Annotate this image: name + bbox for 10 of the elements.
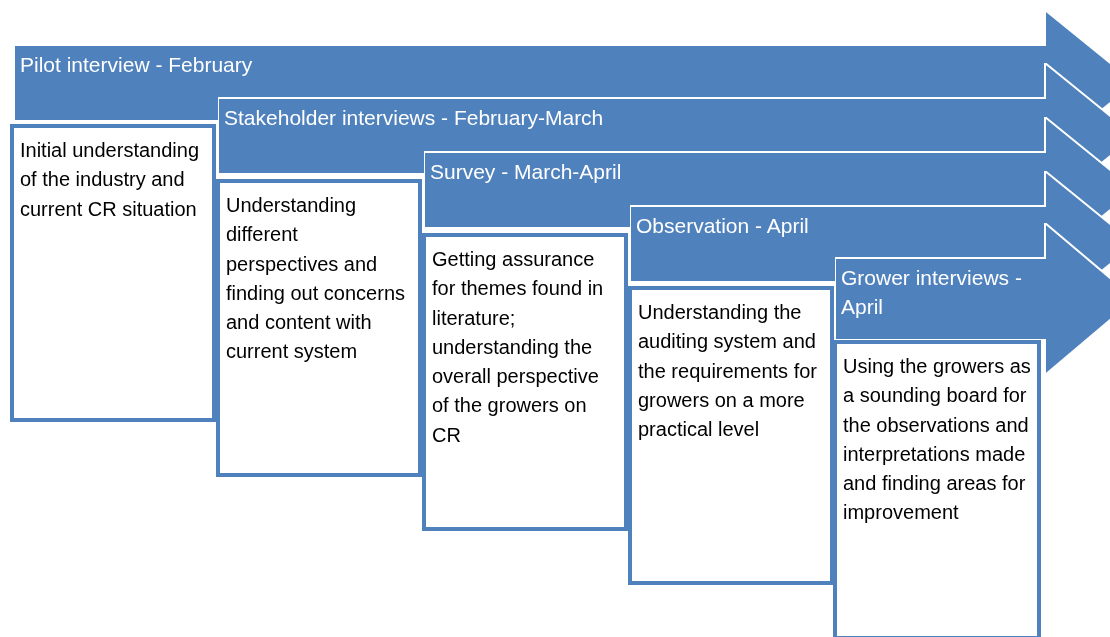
stage-title: Survey - March-April [430,159,622,185]
description-box: Understanding the auditing system and the requirements for growers on a more practical level [628,286,834,585]
description-box: Using the growers as a sounding board for the observations and interpretations made and finding areas for improvement [833,340,1041,637]
stage-title: Pilot interview - February [20,52,253,78]
description-box: Understanding different perspectives and finding out concerns and content with current system [216,179,422,477]
stage-title: Stakeholder interviews - February-March [224,105,604,131]
stage-title: Grower interviews - April [841,265,1023,320]
description-box: Getting assurance for themes found in literature; understanding the overall perspective of the growers on CR [422,233,628,531]
description-box: Initial understanding of the industry and current CR situation [10,124,216,422]
stage-title: Observation - April [636,213,809,239]
